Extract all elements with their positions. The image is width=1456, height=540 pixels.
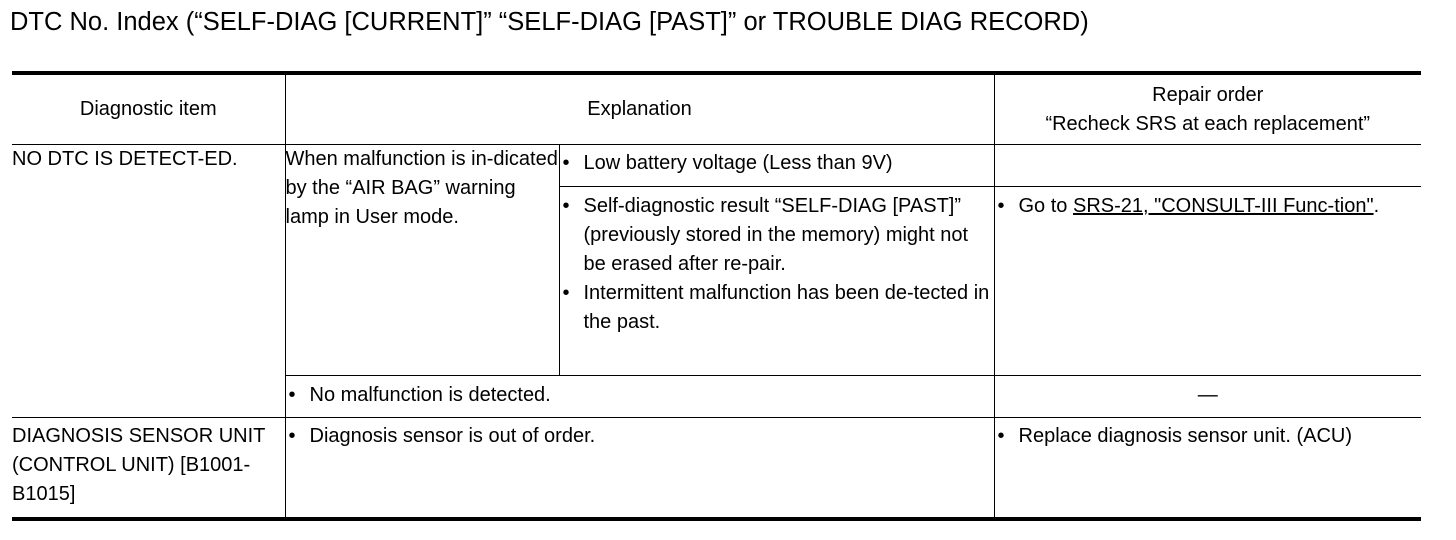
table-row: DIAGNOSIS SENSOR UNIT (CONTROL UNIT) [B1… (12, 417, 1422, 521)
repair-order-empty (993, 144, 1421, 187)
list-item: Intermittent malfunction has been de-tec… (560, 279, 994, 337)
explanation-case-low-battery: Low battery voltage (Less than 9V) (558, 144, 995, 187)
explanation-sensor: Diagnosis sensor is out of order. (284, 417, 995, 521)
list-item: Go to SRS-21, "CONSULT-III Func-tion". (995, 192, 1422, 221)
list-item: Replace diagnosis sensor unit. (ACU) (995, 422, 1422, 451)
table-row: Self-diagnostic result “SELF-DIAG [PAST]… (12, 186, 1422, 376)
table-row: NO DTC IS DETECT-ED. When malfunction is… (12, 144, 1421, 418)
header-diagnostic-item: Diagnostic item (12, 71, 286, 145)
list-item: No malfunction is detected. (286, 381, 994, 410)
condition-text: When malfunction is in-dicated by the “A… (285, 148, 558, 228)
header-repair-order-title: Repair order (1152, 83, 1264, 106)
repair-order-consult: Go to SRS-21, "CONSULT-III Func-tion". (993, 186, 1422, 376)
repair-order-sensor: Replace diagnosis sensor unit. (ACU) (993, 417, 1422, 521)
diagnostic-item-no-dtc: NO DTC IS DETECT-ED. (12, 144, 286, 418)
page-title: DTC No. Index (“SELF-DIAG [CURRENT]” “SE… (10, 8, 1089, 36)
srs-21-consult-link[interactable]: SRS-21, "CONSULT-III Func-tion" (1072, 195, 1374, 217)
list-item: Diagnosis sensor is out of order. (286, 422, 994, 451)
table-header-row: Diagnostic item Explanation Repair order… (12, 71, 1421, 145)
repair-suffix: . (1373, 195, 1380, 217)
list-item: Low battery voltage (Less than 9V) (560, 149, 994, 178)
header-explanation: Explanation (284, 71, 995, 145)
list-item: Self-diagnostic result “SELF-DIAG [PAST]… (560, 192, 994, 279)
diagnostic-item-label: DIAGNOSIS SENSOR UNIT (CONTROL UNIT) [B1… (12, 425, 266, 505)
dtc-index-table: Diagnostic item Explanation Repair order… (12, 71, 1421, 521)
header-repair-order-note: “Recheck SRS at each replacement” (1045, 112, 1371, 135)
diagnostic-item-label: NO DTC IS DETECT-ED. (12, 148, 238, 170)
repair-prefix: Go to (1018, 195, 1073, 217)
explanation-case-no-malfunction: No malfunction is detected. (285, 375, 995, 418)
explanation-case-past-record: Self-diagnostic result “SELF-DIAG [PAST]… (559, 186, 995, 376)
diagnostic-item-sensor: DIAGNOSIS SENSOR UNIT (CONTROL UNIT) [B1… (12, 417, 286, 521)
repair-order-none: — (993, 375, 1421, 418)
header-repair-order: Repair order “Recheck SRS at each replac… (993, 71, 1421, 145)
explanation-condition: When malfunction is in-dicated by the “A… (284, 144, 560, 376)
